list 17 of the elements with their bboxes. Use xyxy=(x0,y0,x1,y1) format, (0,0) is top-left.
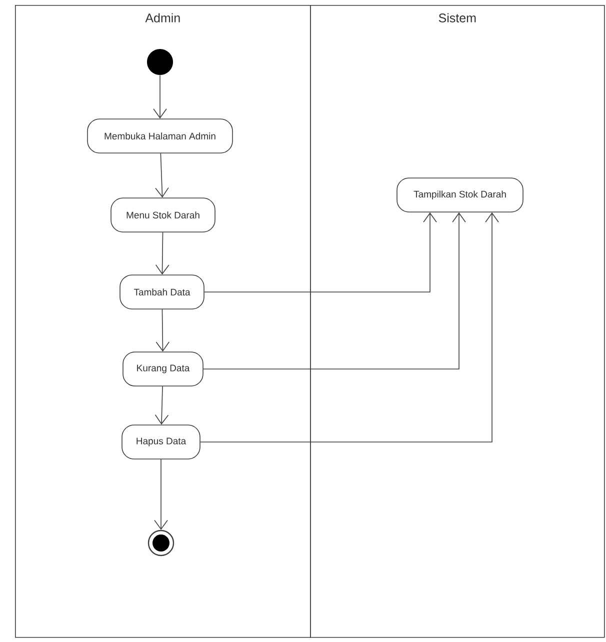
arrow xyxy=(154,386,169,425)
arrow xyxy=(153,74,167,119)
action-box: Menu Stok Darah xyxy=(110,198,216,232)
arrow xyxy=(203,212,466,370)
start-circle xyxy=(147,49,173,75)
action-box: Tambah Data xyxy=(120,274,204,310)
action-box: Kurang Data xyxy=(122,352,204,386)
action-box: Tampilkan Stok Darah xyxy=(396,178,524,212)
arrow xyxy=(200,212,499,442)
end-circle xyxy=(148,530,174,556)
action-box: Membuka Halaman Admin xyxy=(87,118,233,154)
arrow xyxy=(156,309,170,352)
arrow xyxy=(154,459,168,530)
arrow xyxy=(204,212,437,292)
arrow xyxy=(155,153,169,198)
action-box: Hapus Data xyxy=(122,424,200,460)
arrow xyxy=(155,232,170,275)
